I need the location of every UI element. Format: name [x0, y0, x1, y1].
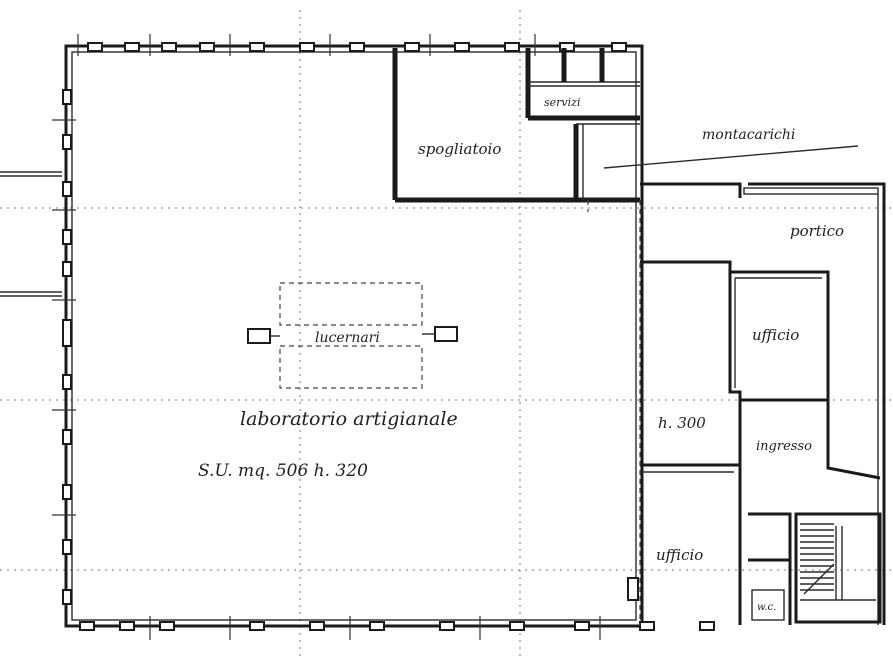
spogliatoio-block	[392, 48, 640, 203]
label-area: S.U. mq. 506 h. 320	[198, 461, 368, 481]
label-wc: w.c.	[757, 602, 776, 613]
label-portico: portico	[790, 222, 844, 240]
montacarichi-leader	[603, 145, 859, 169]
perimeter-ticks	[52, 34, 601, 640]
stair-treads	[800, 523, 835, 595]
label-ufficio-top: ufficio	[752, 326, 799, 344]
adjacent-building-lines	[0, 171, 62, 297]
label-spogliatoio: spogliatoio	[418, 140, 501, 158]
top-wall-pillars	[87, 42, 627, 52]
left-wall-pillars	[62, 89, 72, 605]
right-wing-walls	[627, 182, 886, 625]
label-lucernari: lucernari	[315, 330, 380, 346]
label-montacarichi: montacarichi	[702, 127, 795, 143]
label-ingresso: ingresso	[756, 439, 812, 454]
lucernari-skylights	[247, 282, 458, 389]
grid-lines	[0, 10, 893, 660]
label-servizi: servizi	[544, 96, 580, 109]
label-ufficio-bottom: ufficio	[656, 546, 703, 564]
label-h300: h. 300	[658, 414, 706, 432]
dashed-partitions	[587, 200, 641, 625]
label-laboratorio: laboratorio artigianale	[240, 408, 458, 430]
bottom-wall-pillars	[79, 621, 715, 631]
